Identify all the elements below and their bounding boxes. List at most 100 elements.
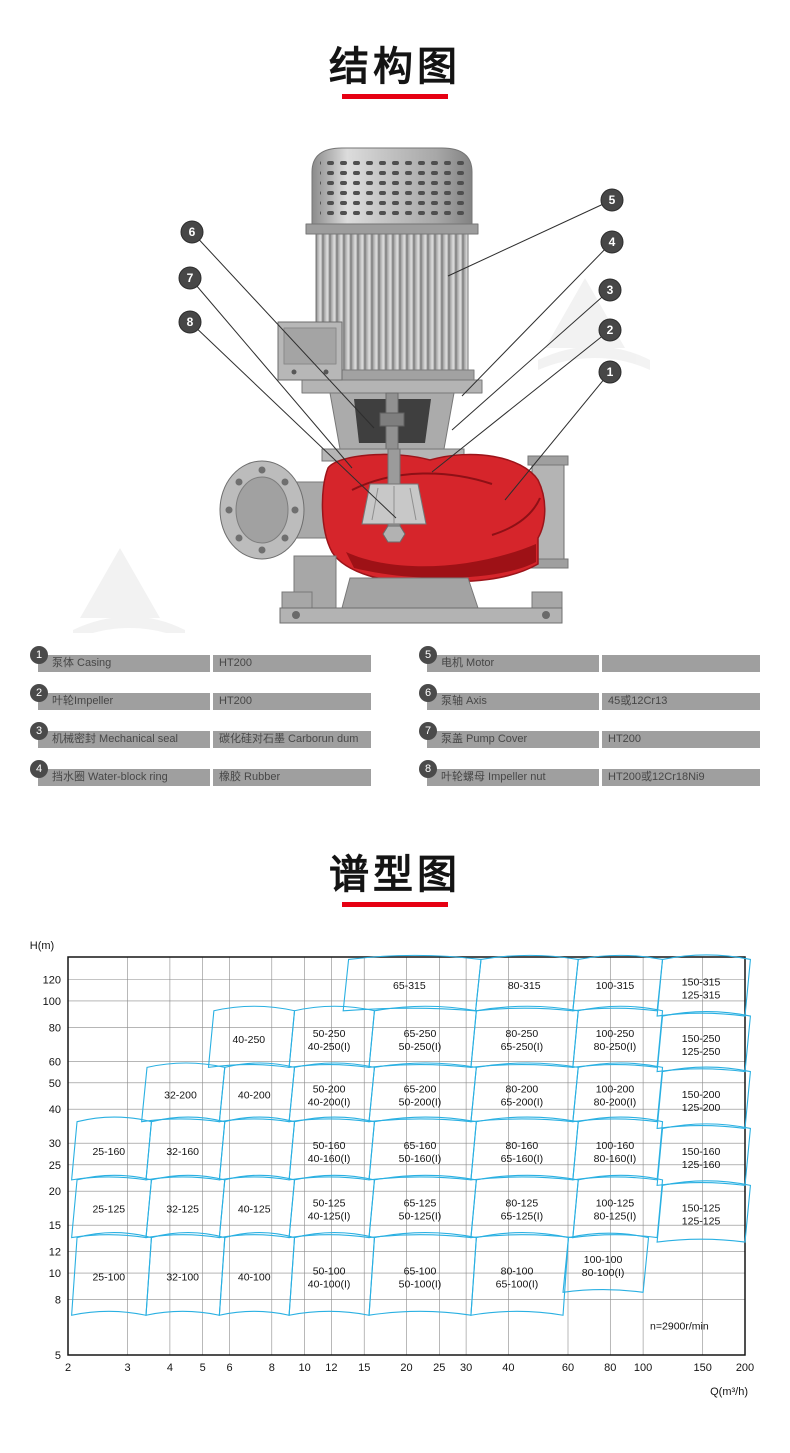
pump-model-label: 125-160: [682, 1159, 721, 1171]
x-tick-label: 5: [200, 1362, 206, 1374]
x-tick-label: 80: [604, 1362, 616, 1374]
pump-model-label: 65-160: [404, 1140, 437, 1152]
pump-model-label: 80-315: [508, 980, 541, 992]
shaft-coupling: [379, 412, 405, 427]
x-tick-label: 8: [269, 1362, 275, 1374]
pump-model-label: 40-100: [238, 1271, 271, 1283]
motor-flange: [301, 379, 483, 394]
pump-model-cell: [572, 1005, 664, 1068]
pump-model-label: 80-200: [506, 1084, 539, 1096]
svg-text:2: 2: [607, 323, 614, 337]
pump-model-label: 40-250(I): [308, 1041, 351, 1053]
pump-model-label: 40-125: [238, 1204, 271, 1216]
pump-model-label: 100-200: [596, 1084, 635, 1096]
pump-model-label: 50-200: [313, 1084, 346, 1096]
motor: [277, 147, 483, 394]
callout-6: 6: [180, 220, 204, 244]
pump-model-label: 125-250: [682, 1046, 721, 1058]
callout-5: 5: [600, 188, 624, 212]
svg-text:4: 4: [609, 235, 616, 249]
foot-tab: [281, 591, 313, 609]
x-tick-label: 10: [298, 1362, 310, 1374]
part-number-badge: 8: [419, 760, 437, 778]
structure-section-title: 结构图: [329, 45, 461, 89]
part-material-value: 45或12Cr13: [602, 693, 760, 710]
pump-model-label: 100-100: [584, 1254, 623, 1266]
base-plate: [279, 607, 563, 624]
pump-model-cell: [656, 954, 752, 1017]
y-tick-label: 12: [49, 1247, 61, 1259]
x-tick-label: 150: [694, 1362, 712, 1374]
pump-model-cell: [572, 1062, 664, 1123]
y-tick-label: 60: [49, 1056, 61, 1068]
pump-model-label: 50-200(I): [399, 1097, 442, 1109]
pump-model-label: 80-100(I): [582, 1267, 625, 1279]
volute-channel: [346, 544, 536, 579]
part-name-label: 电机 Motor: [427, 655, 599, 672]
svg-text:6: 6: [189, 225, 196, 239]
terminal-bolt: [323, 369, 329, 375]
pump-model-label: 100-160: [596, 1140, 635, 1152]
pump-base: [279, 555, 563, 624]
spectrum-title-underline: [342, 902, 448, 907]
y-tick-label: 40: [49, 1104, 61, 1116]
part-material-value: HT200: [213, 693, 371, 710]
pump-model-label: 40-160(I): [308, 1153, 351, 1165]
part-name-label: 泵轴 Axis: [427, 693, 599, 710]
x-tick-label: 60: [562, 1362, 574, 1374]
x-tick-label: 2: [65, 1362, 71, 1374]
pump-model-label: 25-125: [92, 1204, 125, 1216]
part-name-label: 机械密封 Mechanical seal: [38, 731, 210, 748]
pump-model-label: 25-160: [92, 1146, 125, 1158]
pump-model-cell: [562, 1232, 650, 1293]
pump-model-label: 65-250(I): [501, 1041, 544, 1053]
discharge-flange-lip: [527, 455, 569, 466]
foot-tab: [531, 591, 563, 609]
pump-model-label: 50-100: [313, 1265, 346, 1277]
part-material-value: [602, 655, 760, 672]
pump-model-label: 50-100(I): [399, 1278, 442, 1290]
part-number-badge: 2: [30, 684, 48, 702]
y-tick-label: 120: [43, 974, 61, 986]
x-tick-label: 4: [167, 1362, 173, 1374]
y-tick-label: 50: [49, 1078, 61, 1090]
callout-7: 7: [178, 266, 202, 290]
pump-model-label: 150-250: [682, 1033, 721, 1045]
x-tick-label: 200: [736, 1362, 754, 1374]
pump-model-label: 25-100: [92, 1271, 125, 1283]
part-name-label: 叶轮螺母 Impeller nut: [427, 769, 599, 786]
pump-model-label: 80-125: [506, 1198, 539, 1210]
part-material-value: HT200: [213, 655, 371, 672]
x-tick-label: 100: [634, 1362, 652, 1374]
pump-model-cell: [656, 1180, 752, 1243]
callout-2: 2: [598, 318, 622, 342]
part-material-value: HT200或12Cr18Ni9: [602, 769, 760, 786]
pump-model-label: 80-250(I): [594, 1041, 637, 1053]
pump-model-label: 32-200: [164, 1090, 197, 1102]
pump-model-cell: [656, 1123, 752, 1187]
pump-model-label: 100-315: [596, 980, 635, 992]
part-name-label: 挡水圈 Water-block ring: [38, 769, 210, 786]
x-axis-label: Q(m³/h): [710, 1386, 748, 1398]
x-tick-label: 25: [433, 1362, 445, 1374]
pump-model-label: 40-125(I): [308, 1211, 351, 1223]
callout-4: 4: [600, 230, 624, 254]
volute-shade-line: [351, 472, 493, 491]
pump-model-label: 65-125(I): [501, 1211, 544, 1223]
pump-model-label: 32-100: [166, 1271, 199, 1283]
pump-model-label: 80-200(I): [594, 1097, 637, 1109]
x-tick-label: 12: [325, 1362, 337, 1374]
x-tick-label: 15: [358, 1362, 370, 1374]
pump-model-label: 50-160(I): [399, 1153, 442, 1165]
motor-collar: [305, 223, 479, 235]
svg-text:7: 7: [187, 271, 194, 285]
